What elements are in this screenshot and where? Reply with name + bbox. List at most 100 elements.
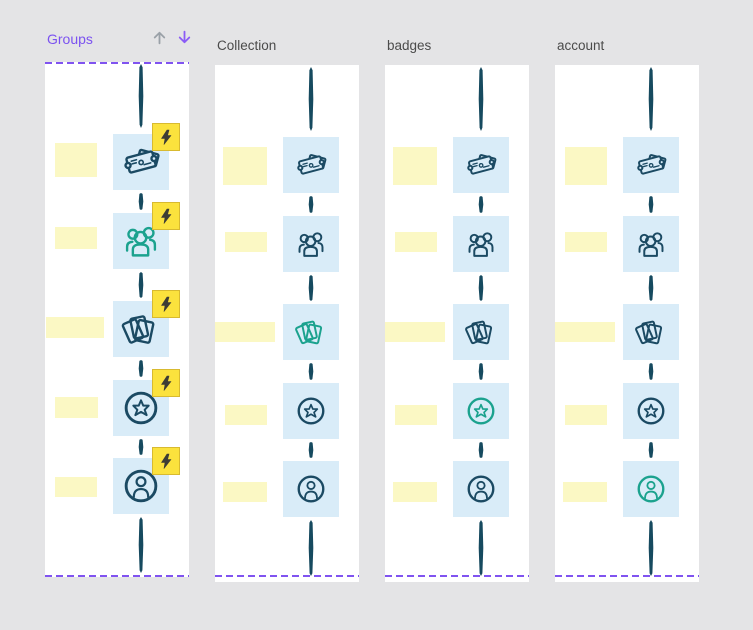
lightning-bolt-icon [161,129,172,145]
group-icon [468,232,494,257]
timeline-stroke [478,67,484,131]
timeline-stroke [138,517,144,573]
scroll-boundary-dash [555,575,699,577]
timeline-stroke [478,520,484,576]
ticket-icon [637,154,667,175]
interaction-badge[interactable] [152,369,180,397]
lightning-bolt-icon [161,208,172,224]
skeleton-text-block[interactable] [565,232,607,252]
badge-icon [467,397,495,425]
move-up-icon[interactable] [151,29,168,46]
ticket-icon [297,154,327,175]
timeline-stroke [648,442,654,458]
timeline-stroke [308,196,314,213]
badge-tile[interactable] [453,383,509,439]
person-tile[interactable] [453,461,509,517]
skeleton-text-block[interactable] [46,317,104,338]
skeleton-text-block[interactable] [563,482,607,502]
timeline-stroke [138,272,144,298]
person-icon [467,475,495,503]
person-tile[interactable] [283,461,339,517]
ticket-icon [124,148,160,174]
cards-icon [635,320,663,345]
skeleton-text-block[interactable] [393,147,437,185]
timeline-stroke [138,360,144,377]
skeleton-text-block[interactable] [55,143,97,177]
ticket-icon [467,154,497,175]
cards-tile[interactable] [283,304,339,360]
frame-label-account[interactable]: account [557,38,605,53]
badge-icon [124,391,158,425]
lightning-bolt-icon [161,375,172,391]
badge-icon [297,397,325,425]
person-tile[interactable] [113,458,169,514]
skeleton-text-block[interactable] [393,482,437,502]
group-icon [125,226,157,257]
selection-dash-bottom [45,575,189,577]
frame-collection[interactable] [215,65,359,582]
lightning-bolt-icon [161,296,172,312]
person-icon [637,475,665,503]
timeline-stroke [648,196,654,213]
ticket-tile[interactable] [283,137,339,193]
badge-tile[interactable] [623,383,679,439]
group-icon [298,232,324,257]
frame-label-collection[interactable]: Collection [217,38,277,53]
skeleton-text-block[interactable] [565,405,607,425]
interaction-badge[interactable] [152,202,180,230]
group-tile[interactable] [623,216,679,272]
ticket-tile[interactable] [623,137,679,193]
cards-icon [295,320,323,345]
timeline-stroke [308,67,314,131]
skeleton-text-block[interactable] [225,232,267,252]
timeline-stroke [308,442,314,458]
timeline-stroke [478,196,484,213]
timeline-stroke [648,67,654,131]
person-tile[interactable] [623,461,679,517]
group-icon [638,232,664,257]
scroll-boundary-dash [385,575,529,577]
cards-icon [121,315,155,344]
skeleton-text-block[interactable] [565,147,607,185]
ticket-tile[interactable] [453,137,509,193]
cards-tile[interactable] [623,304,679,360]
skeleton-text-block[interactable] [385,322,445,342]
timeline-stroke [308,363,314,380]
cards-icon [465,320,493,345]
skeleton-text-block[interactable] [395,405,437,425]
person-icon [124,469,158,503]
skeleton-text-block[interactable] [55,397,98,418]
skeleton-text-block[interactable] [55,227,97,249]
skeleton-text-block[interactable] [223,482,267,502]
skeleton-text-block[interactable] [55,477,97,497]
skeleton-text-block[interactable] [555,322,615,342]
person-icon [297,475,325,503]
lightning-bolt-icon [161,453,172,469]
timeline-stroke [648,520,654,576]
skeleton-text-block[interactable] [215,322,275,342]
selection-dash-top [45,62,189,64]
timeline-stroke [648,363,654,380]
badge-icon [637,397,665,425]
move-down-icon[interactable] [176,29,193,46]
cards-tile[interactable] [453,304,509,360]
interaction-badge[interactable] [152,123,180,151]
badge-tile[interactable] [283,383,339,439]
frame-badges[interactable] [385,65,529,582]
timeline-stroke [478,442,484,458]
skeleton-text-block[interactable] [225,405,267,425]
frame-label-badges[interactable]: badges [387,38,432,53]
interaction-badge[interactable] [152,290,180,318]
timeline-stroke [478,275,484,301]
skeleton-text-block[interactable] [223,147,267,185]
frame-groups[interactable] [45,62,189,577]
frame-account[interactable] [555,65,699,582]
frame-label-groups[interactable]: Groups [47,31,93,47]
skeleton-text-block[interactable] [395,232,437,252]
timeline-stroke [648,275,654,301]
scroll-boundary-dash [215,575,359,577]
group-tile[interactable] [283,216,339,272]
group-tile[interactable] [453,216,509,272]
timeline-stroke [478,363,484,380]
interaction-badge[interactable] [152,447,180,475]
